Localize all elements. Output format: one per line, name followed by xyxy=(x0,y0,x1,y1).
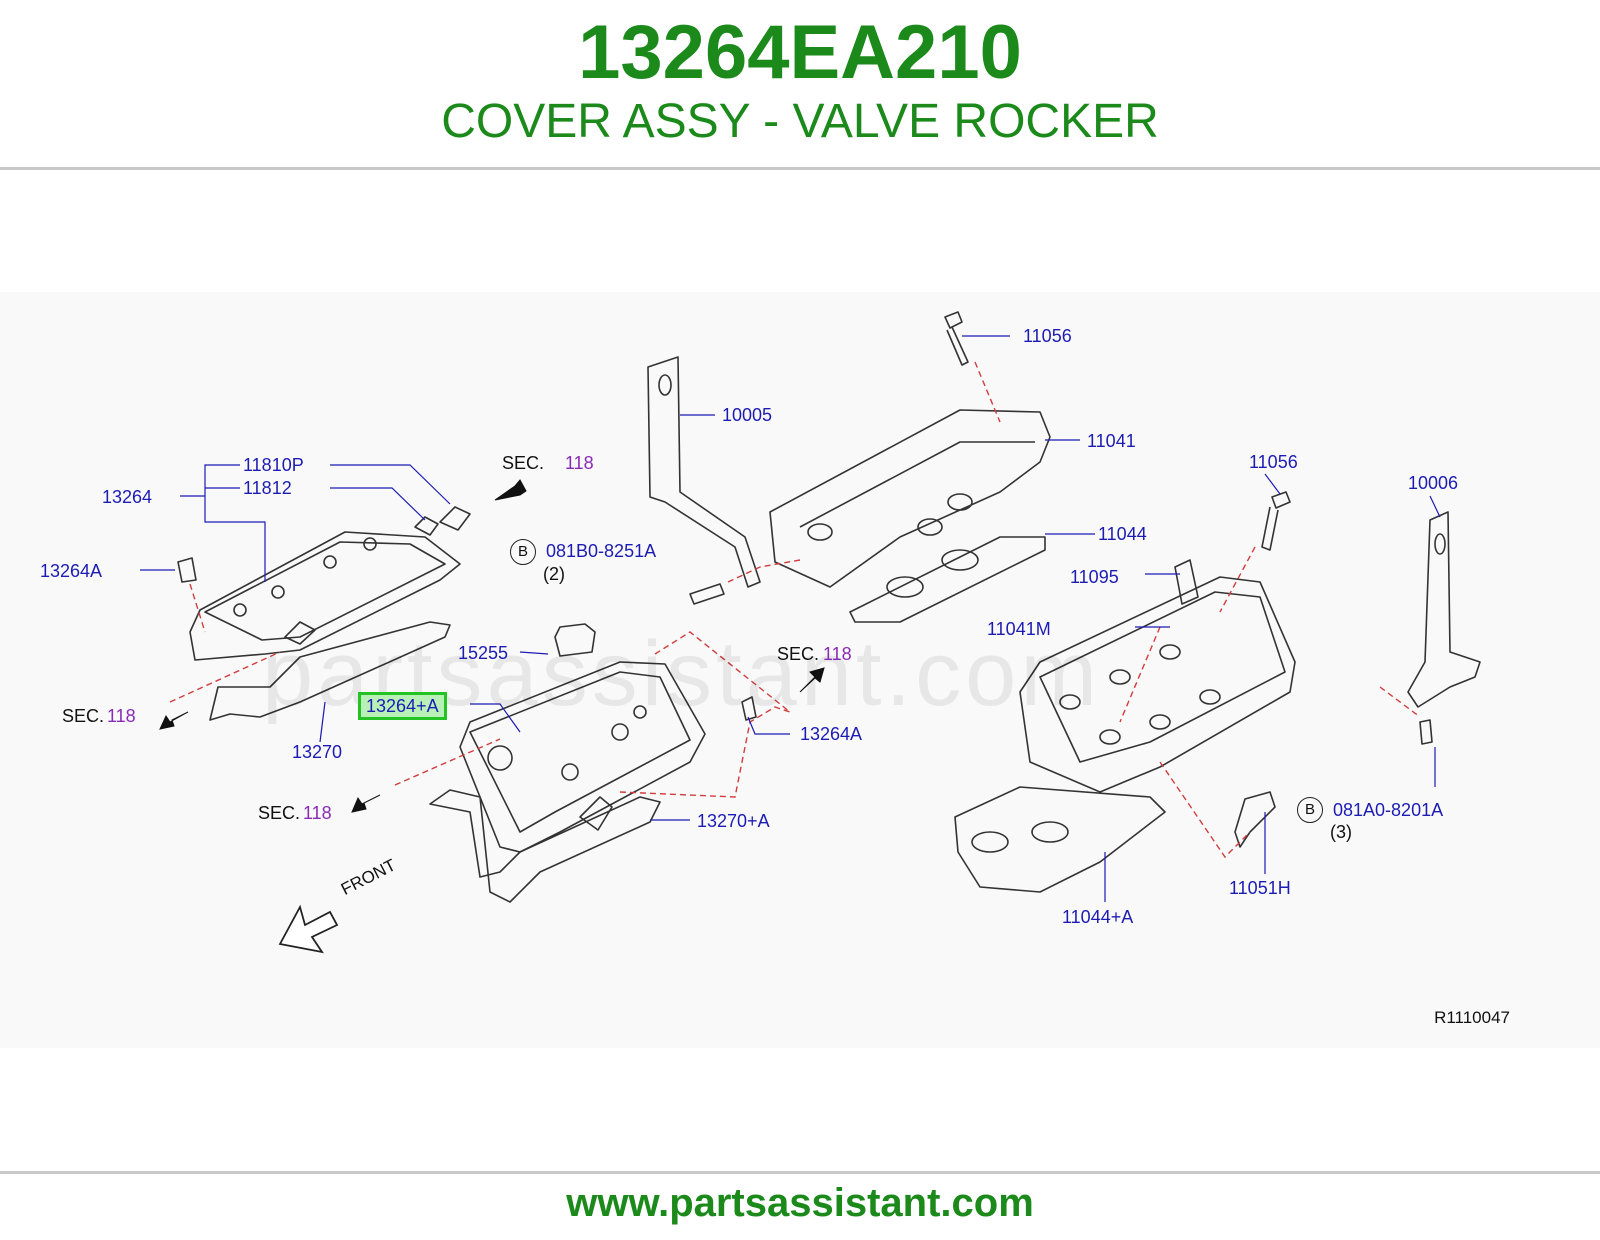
label-10005[interactable]: 10005 xyxy=(722,405,773,425)
diagram-drawing xyxy=(140,311,1481,954)
quantity-2: (2) xyxy=(543,564,565,584)
page-header: 13264EA210 COVER ASSY - VALVE ROCKER xyxy=(0,0,1600,168)
bolt-marker-B-mid: B xyxy=(510,539,536,565)
part-name-subtitle: COVER ASSY - VALVE ROCKER xyxy=(441,95,1159,148)
label-13264-plus-A-highlighted[interactable]: 13264+A xyxy=(358,692,447,720)
section-ref-left[interactable]: 118 xyxy=(107,706,136,726)
section-prefix-mid: SEC. xyxy=(777,644,820,664)
label-11056-top[interactable]: 11056 xyxy=(1023,326,1072,346)
label-11095[interactable]: 11095 xyxy=(1070,567,1119,587)
exploded-parts-diagram: partsassistant.com 11810P 11812 13264 13… xyxy=(0,292,1600,1048)
section-ref-mid[interactable]: 118 xyxy=(823,644,852,664)
header-divider xyxy=(0,167,1600,170)
label-11041M[interactable]: 11041M xyxy=(987,619,1051,639)
label-11810P[interactable]: 11810P xyxy=(243,455,304,475)
label-11044-plus-A[interactable]: 11044+A xyxy=(1062,907,1134,927)
label-11051H[interactable]: 11051H xyxy=(1229,878,1291,898)
label-11044[interactable]: 11044 xyxy=(1098,524,1147,544)
diagram-reference-code: R1110047 xyxy=(1434,1008,1510,1027)
part-number-title: 13264EA210 xyxy=(578,10,1022,95)
label-081B0-8251A[interactable]: 081B0-8251A xyxy=(546,541,657,561)
section-prefix-left: SEC. xyxy=(62,706,105,726)
section-prefix-low: SEC. xyxy=(258,803,301,823)
section-ref-low[interactable]: 118 xyxy=(303,803,332,823)
label-11812[interactable]: 11812 xyxy=(243,478,292,498)
label-13264[interactable]: 13264 xyxy=(102,487,153,507)
label-081A0-8201A[interactable]: 081A0-8201A xyxy=(1333,800,1444,820)
label-13264A-left[interactable]: 13264A xyxy=(40,561,103,581)
label-13270-plus-A[interactable]: 13270+A xyxy=(697,811,770,831)
section-prefix-top: SEC. xyxy=(502,453,545,473)
label-10006[interactable]: 10006 xyxy=(1408,473,1459,493)
label-11056-right[interactable]: 11056 xyxy=(1249,452,1298,472)
label-13264A-mid[interactable]: 13264A xyxy=(800,724,863,744)
label-13270[interactable]: 13270 xyxy=(292,742,343,762)
quantity-3: (3) xyxy=(1330,822,1352,842)
footer-divider xyxy=(0,1171,1600,1174)
footer-website-link[interactable]: www.partsassistant.com xyxy=(566,1181,1034,1225)
bolt-marker-B-right: B xyxy=(1297,797,1323,823)
label-11041[interactable]: 11041 xyxy=(1087,431,1136,451)
label-15255[interactable]: 15255 xyxy=(458,643,509,663)
section-ref-top[interactable]: 118 xyxy=(565,453,594,473)
